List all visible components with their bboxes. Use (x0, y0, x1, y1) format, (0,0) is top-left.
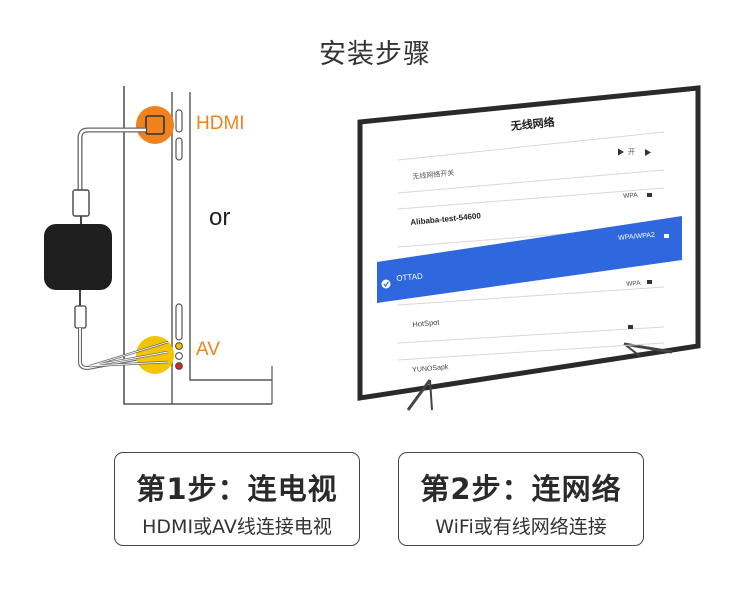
network-security: WPA (623, 191, 638, 200)
hdmi-port-icon (136, 106, 174, 144)
wifi-switch-value: 开 (628, 149, 635, 156)
tv-side-panel (123, 86, 273, 405)
page-title: 安装步骤 (319, 39, 431, 70)
step-1-card: 第1步：连电视 HDMI或AV线连接电视 (114, 452, 360, 546)
av-label: AV (196, 339, 220, 360)
step-2-title: 第2步：连网络 (420, 472, 622, 506)
hdmi-plug-icon (72, 189, 90, 217)
av-port-icon (89, 336, 183, 374)
step-1-description: HDMI或AV线连接电视 (142, 516, 332, 538)
network-security: WPA (626, 279, 641, 288)
selected-network-highlight (377, 216, 682, 303)
set-top-box-icon (44, 224, 112, 290)
step-2-description: WiFi或有线网络连接 (435, 516, 607, 538)
step-1-title: 第1步：连电视 (136, 472, 338, 506)
installation-illustration (44, 85, 701, 411)
step-2-card: 第2步：连网络 WiFi或有线网络连接 (398, 452, 644, 546)
tv-illustration (357, 85, 701, 411)
hdmi-label: HDMI (196, 113, 245, 134)
or-label: or (209, 204, 231, 231)
